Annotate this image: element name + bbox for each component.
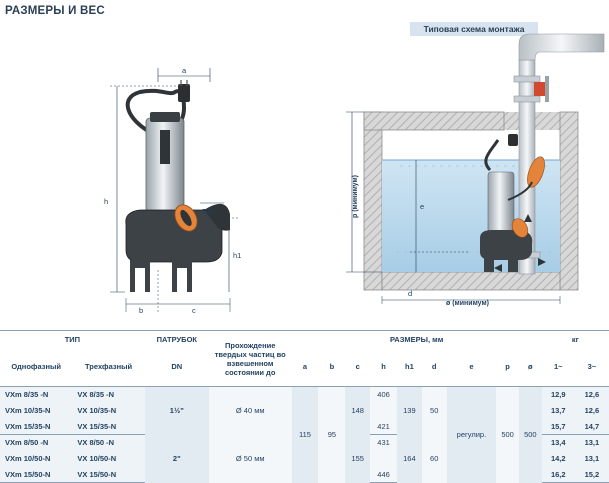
technical-drawing: a h h1 DN b c	[104, 33, 605, 315]
cell-h: 406	[370, 386, 397, 403]
header-d: d	[421, 347, 447, 387]
dim-label-a: a	[182, 66, 187, 75]
header-dimensions: РАЗМЕРЫ, мм	[291, 330, 542, 348]
dim-label-d: d	[408, 289, 412, 298]
dim-label-c: c	[192, 306, 196, 315]
dim-label-p-min: p (минимум)	[352, 175, 359, 218]
header-h: h	[370, 347, 397, 387]
cell-weight-3: 12,6	[574, 386, 609, 403]
cell-d: 50	[421, 386, 447, 435]
cell-three-model: VX 10/35-N	[72, 402, 145, 419]
dim-label-h: h	[104, 197, 108, 206]
specifications-table: ТИП ПАТРУБОК Прохождение твердых частиц …	[0, 330, 609, 483]
dim-label-phi-min: ø (минимум)	[446, 300, 489, 307]
header-h1: h1	[396, 347, 422, 387]
cell-h1: 164	[396, 434, 422, 483]
table-row: VXm 15/35-N VX 15/35-N 421 15,7 14,7	[0, 418, 609, 435]
dim-label-e: e	[420, 202, 424, 211]
header-single-phase: Однофазный	[0, 347, 73, 387]
cell-solids: Ø 40 мм	[208, 386, 292, 435]
pump-side-view	[110, 68, 238, 312]
cell-single-model: VXm 10/50-N	[0, 450, 73, 467]
cell-b: 95	[318, 386, 346, 483]
cell-single-model: VXm 15/35-N	[0, 418, 73, 435]
cell-weight-3: 13,1	[574, 434, 609, 451]
cell-c: 148	[345, 386, 371, 435]
cell-h: 421	[370, 418, 397, 435]
cell-three-model: VX 8/50 -N	[72, 434, 145, 451]
cell-weight-1: 16,2	[541, 466, 575, 483]
page-title: РАЗМЕРЫ И ВЕС	[5, 5, 105, 17]
header-outlet: ПАТРУБОК	[144, 330, 209, 348]
header-phi: ø	[518, 347, 542, 387]
installation-diagram	[346, 33, 605, 304]
cell-weight-3: 15,2	[574, 466, 609, 483]
cell-h1: 139	[396, 386, 422, 435]
table-row: VXm 10/50-N VX 10/50-N 14,2 13,1	[0, 450, 609, 467]
header-a: a	[291, 347, 319, 387]
cell-h	[370, 402, 397, 419]
cell-weight-3: 12,6	[574, 402, 609, 419]
cell-a: 115	[291, 386, 319, 483]
header-kg: кг	[541, 330, 609, 348]
header-three-phase: Трехфазный	[72, 347, 145, 387]
cell-three-model: VX 15/35-N	[72, 418, 145, 435]
header-p: p	[496, 347, 519, 387]
cell-h	[370, 450, 397, 467]
cell-h: 446	[370, 466, 397, 483]
cell-weight-3: 14,7	[574, 418, 609, 435]
dim-label-dn: DN	[202, 207, 213, 216]
cell-weight-3: 13,1	[574, 450, 609, 467]
dim-label-b: b	[139, 306, 143, 315]
table-row: VXm 8/35 -N VX 8/35 -N 1½" Ø 40 мм 115 9…	[0, 386, 609, 483]
table-row: VXm 10/35-N VX 10/35-N 13,7 12,6	[0, 402, 609, 419]
header-weight-3: 3~	[574, 347, 609, 387]
cell-p: 500	[496, 386, 519, 483]
header-dn: DN	[144, 347, 209, 387]
cell-dn: 1½"	[144, 386, 209, 435]
cell-single-model: VXm 15/50-N	[0, 466, 73, 483]
cell-single-model: VXm 8/35 -N	[0, 386, 73, 403]
cell-weight-1: 12,9	[541, 386, 575, 403]
cell-solids: Ø 50 мм	[208, 434, 292, 483]
cell-weight-1: 13,4	[541, 434, 575, 451]
table-row: VXm 8/50 -N VX 8/50 -N 2" Ø 50 мм 155 43…	[0, 434, 609, 483]
cell-single-model: VXm 10/35-N	[0, 402, 73, 419]
header-type: ТИП	[0, 330, 145, 348]
table-row: VXm 15/50-N VX 15/50-N 446 16,2 15,2	[0, 466, 609, 483]
cell-e: регулир.	[446, 386, 497, 483]
header-solids: Прохождение твердых частиц во взвешенном…	[208, 330, 292, 387]
cell-dn: 2"	[144, 434, 209, 483]
cell-weight-1: 15,7	[541, 418, 575, 435]
cell-c: 155	[345, 434, 371, 483]
cell-weight-1: 13,7	[541, 402, 575, 419]
cell-three-model: VX 15/50-N	[72, 466, 145, 483]
cell-single-model: VXm 8/50 -N	[0, 434, 73, 451]
plug-icon	[178, 84, 190, 102]
cell-weight-1: 14,2	[541, 450, 575, 467]
cell-three-model: VX 8/35 -N	[72, 386, 145, 403]
header-c: c	[345, 347, 371, 387]
cell-three-model: VX 10/50-N	[72, 450, 145, 467]
dim-label-h1: h1	[233, 251, 241, 260]
header-e: e	[446, 347, 497, 387]
cell-h: 431	[370, 434, 397, 451]
cell-phi: 500	[518, 386, 542, 483]
header-b: b	[318, 347, 346, 387]
header-weight-1: 1~	[541, 347, 575, 387]
cell-d: 60	[421, 434, 447, 483]
installation-scheme-label: Типовая схема монтажа	[410, 22, 538, 36]
